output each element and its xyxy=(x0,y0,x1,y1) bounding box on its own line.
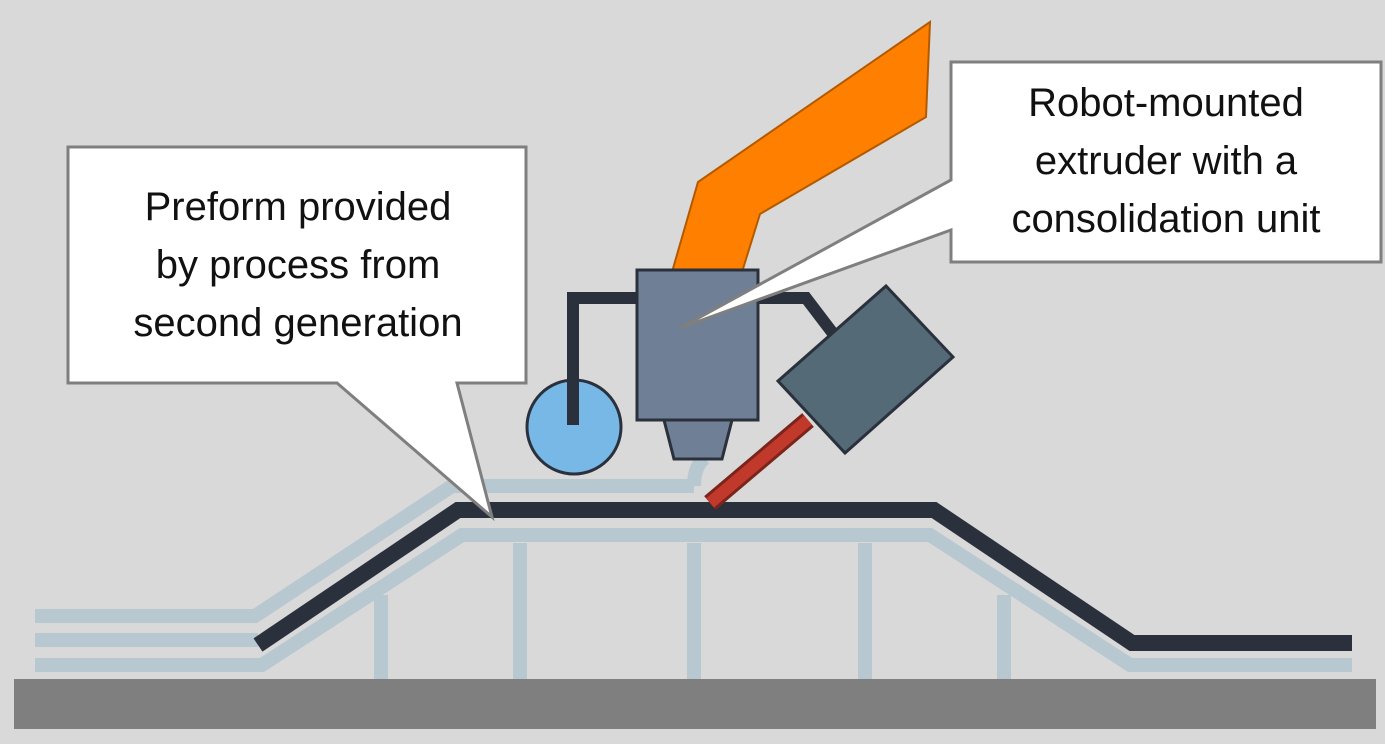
heater-block xyxy=(775,283,956,456)
preform-layer-top xyxy=(35,479,694,623)
callout-extruder-line-2: extruder with a xyxy=(1034,139,1298,183)
extruder-body xyxy=(635,268,760,422)
callout-preform-line-3: second generation xyxy=(133,301,463,345)
heater-bracket xyxy=(756,292,843,344)
callout-preform-text: Preform provided by process from second … xyxy=(70,178,526,352)
callout-preform-bubble xyxy=(66,145,528,522)
preform-bead xyxy=(687,452,710,487)
callout-preform-line-2: by process from xyxy=(155,243,441,287)
heater-rod-core xyxy=(706,415,812,508)
callout-extruder-line-1: Robot-mounted xyxy=(1028,81,1304,125)
callout-extruder-bubble xyxy=(679,60,1383,330)
extruder-nozzle xyxy=(662,418,734,461)
callout-preform-line-1: Preform provided xyxy=(144,185,452,229)
callout-extruder-line-3: consolidation unit xyxy=(1011,197,1321,241)
callout-extruder-text: Robot-mounted extruder with a consolidat… xyxy=(952,74,1380,248)
support-structure xyxy=(374,543,1011,679)
preform-layer-bottom xyxy=(35,528,1352,672)
deposited-strand xyxy=(253,502,1352,652)
floor-base xyxy=(14,679,1376,729)
